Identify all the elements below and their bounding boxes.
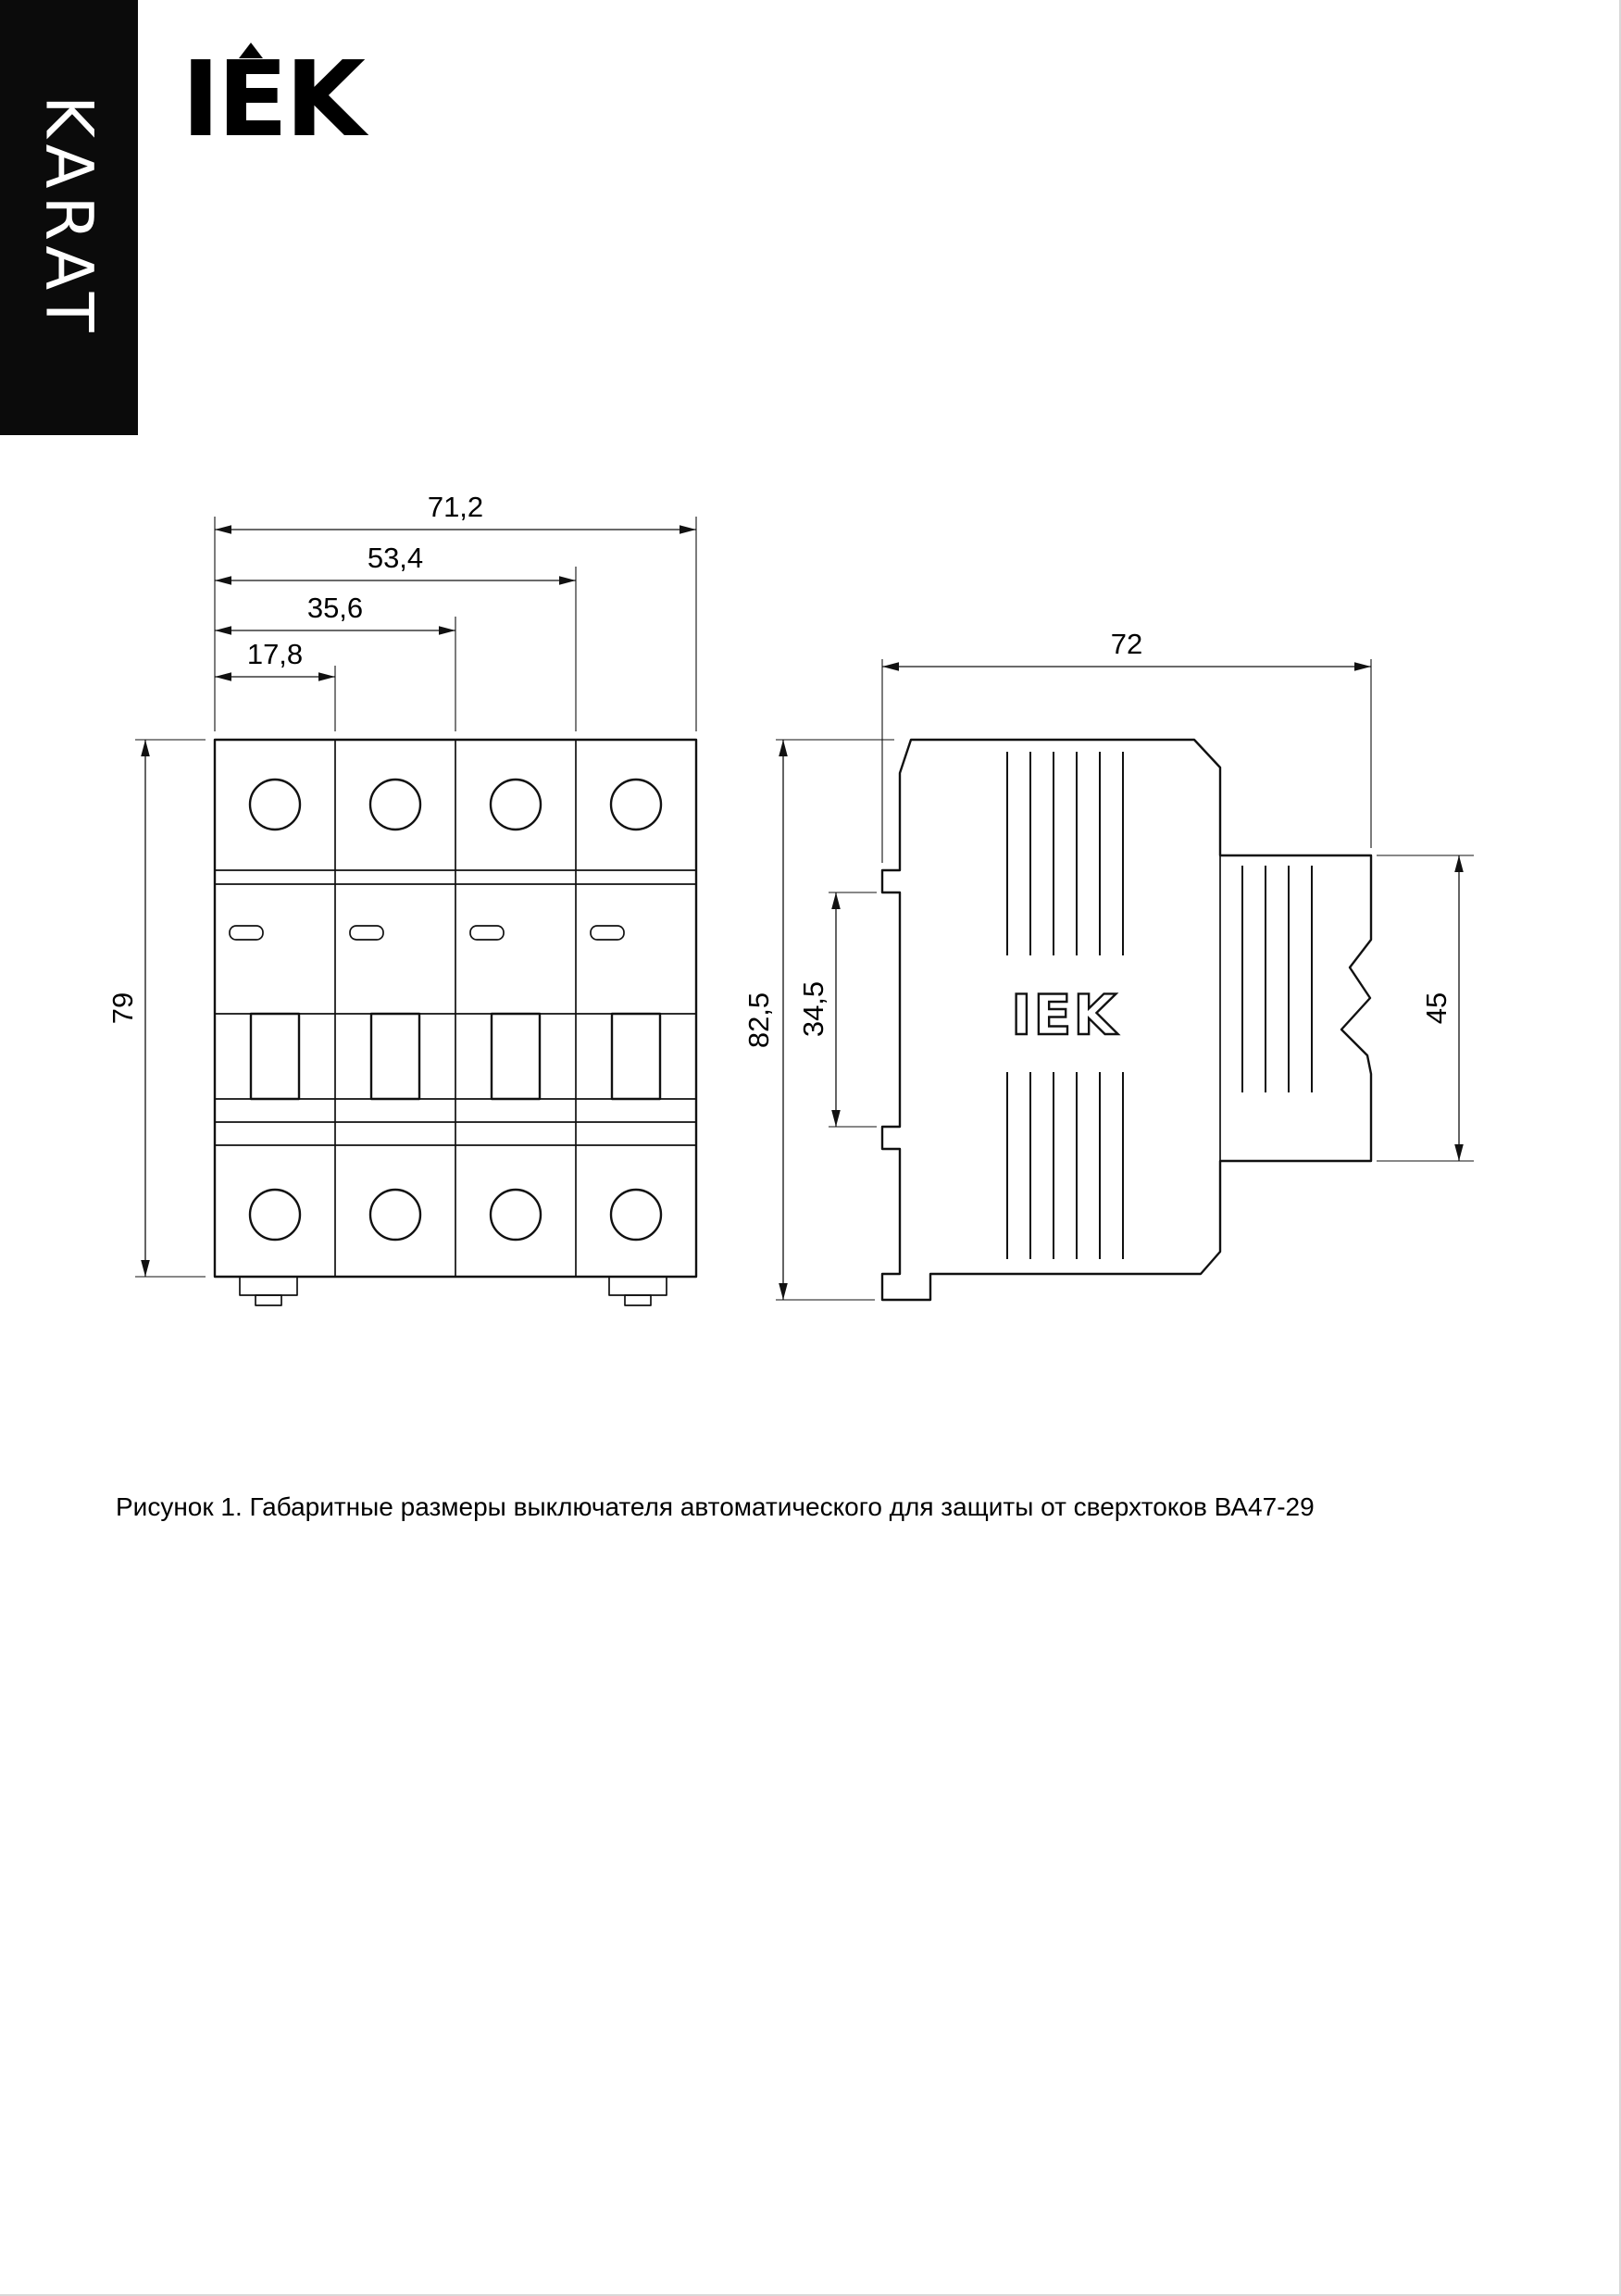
dim-label-front-section: 45	[1420, 992, 1453, 1024]
terminal-screw-bottom	[489, 1188, 542, 1242]
toggle-handle	[490, 1012, 542, 1101]
terminal-screw-top	[368, 778, 422, 831]
terminal-screw-bottom	[248, 1188, 302, 1242]
dim-side-depth: 72	[881, 628, 1372, 863]
terminal-screw-top	[609, 778, 663, 831]
marking-window	[349, 925, 384, 941]
dim-label-width-three-modules: 53,4	[368, 542, 423, 574]
vent-slots-front	[1241, 866, 1313, 1092]
dim-label-height-total: 82,5	[742, 992, 775, 1048]
dim-side-height-total: 82,5	[742, 739, 894, 1301]
dim-front-width-total: 71,2	[215, 491, 696, 534]
iek-logo: IEK	[181, 43, 366, 152]
terminal-screw-bottom	[609, 1188, 663, 1242]
dim-side-din-rail-section: 34,5	[797, 892, 877, 1128]
terminal-screw-top	[489, 778, 542, 831]
iek-logo-mark-icon	[239, 43, 263, 58]
series-label: KARAT	[31, 95, 107, 340]
dim-label-height: 79	[106, 992, 139, 1024]
dim-label-din-rail-section: 34,5	[797, 981, 829, 1037]
toggle-handle	[249, 1012, 301, 1101]
vent-slots-upper	[1006, 752, 1124, 955]
toggle-handle	[369, 1012, 421, 1101]
dim-side-front-section: 45	[1377, 855, 1474, 1162]
dim-front-height: 79	[106, 739, 206, 1278]
front-view-dimensions: 71,2 53,4 35,6 17,8 79	[106, 491, 697, 1278]
terminal-screw-bottom	[368, 1188, 422, 1242]
iek-logo-text: IEK	[181, 40, 366, 160]
dim-label-width-two-modules: 35,6	[307, 592, 363, 624]
vent-slots-lower	[1006, 1072, 1124, 1259]
figure-caption: Рисунок 1. Габаритные размеры выключател…	[116, 1492, 1315, 1521]
dim-label-width-one-module: 17,8	[247, 638, 303, 670]
marking-window	[229, 925, 264, 941]
side-view-drawing: IEK	[880, 738, 1373, 1302]
toggle-handle	[610, 1012, 662, 1101]
dim-label-depth: 72	[1111, 628, 1142, 660]
dim-front-width-three-modules: 53,4	[215, 542, 576, 585]
marking-window	[469, 925, 505, 941]
dim-front-width-one-module: 17,8	[215, 638, 335, 681]
dim-front-width-two-modules: 35,6	[215, 592, 455, 635]
terminal-screw-top	[248, 778, 302, 831]
side-view-dimensions: 72 82,5 34,5 45	[742, 628, 1474, 1301]
din-clip-right	[608, 1276, 667, 1306]
marking-window	[590, 925, 625, 941]
front-view-drawing	[213, 738, 698, 1306]
din-clip-left	[239, 1276, 298, 1306]
breaker-side-outline	[880, 738, 1373, 1302]
side-view-iek-logo: IEK	[1011, 983, 1118, 1048]
karat-series-banner: KARAT	[0, 0, 138, 435]
dim-label-width-total: 71,2	[428, 491, 483, 523]
